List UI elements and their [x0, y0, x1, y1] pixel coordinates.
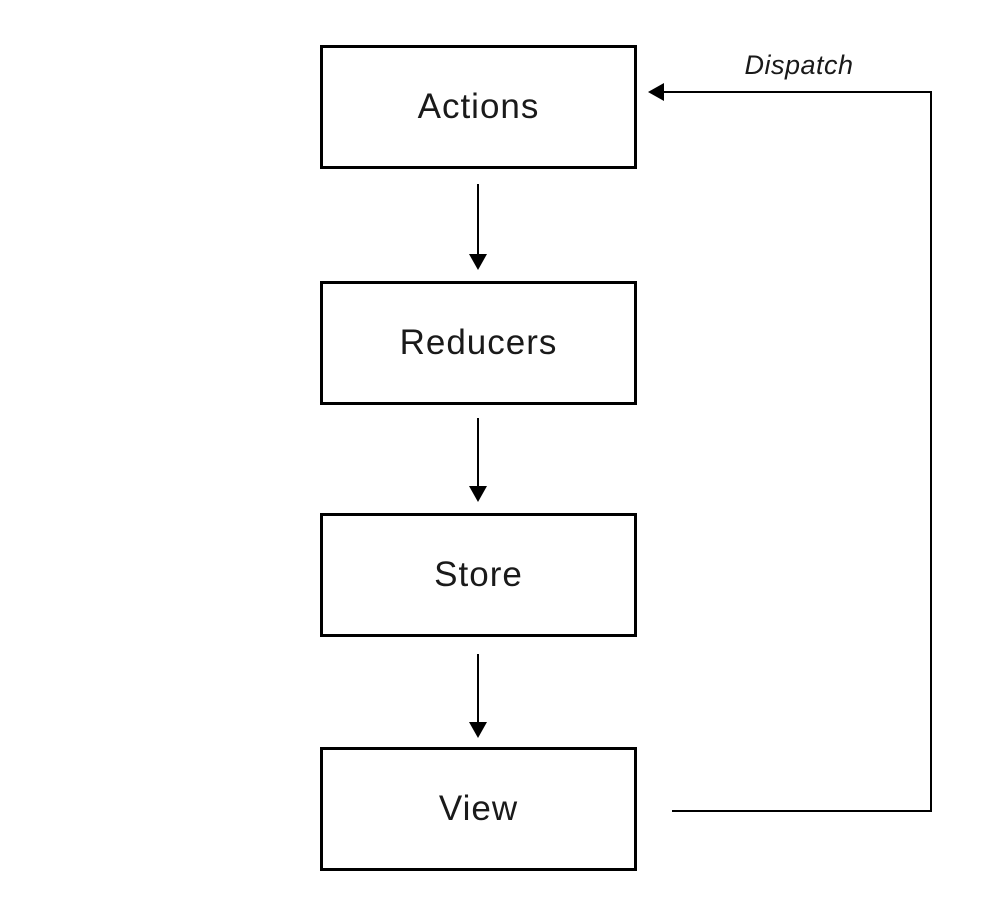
node-reducers-label: Reducers	[399, 323, 558, 362]
arrow-store-to-view	[469, 654, 487, 738]
node-actions-label: Actions	[417, 87, 540, 126]
node-store: Store	[320, 513, 637, 637]
dispatch-edge-label: Dispatch	[744, 50, 854, 80]
node-store-label: Store	[434, 555, 523, 594]
node-actions: Actions	[320, 45, 637, 169]
arrow-view-to-actions-dispatch-loop	[648, 83, 932, 812]
node-view: View	[320, 747, 637, 871]
arrow-actions-to-reducers	[469, 184, 487, 270]
node-view-label: View	[438, 789, 519, 828]
arrow-reducers-to-store	[469, 418, 487, 502]
node-reducers: Reducers	[320, 281, 637, 405]
